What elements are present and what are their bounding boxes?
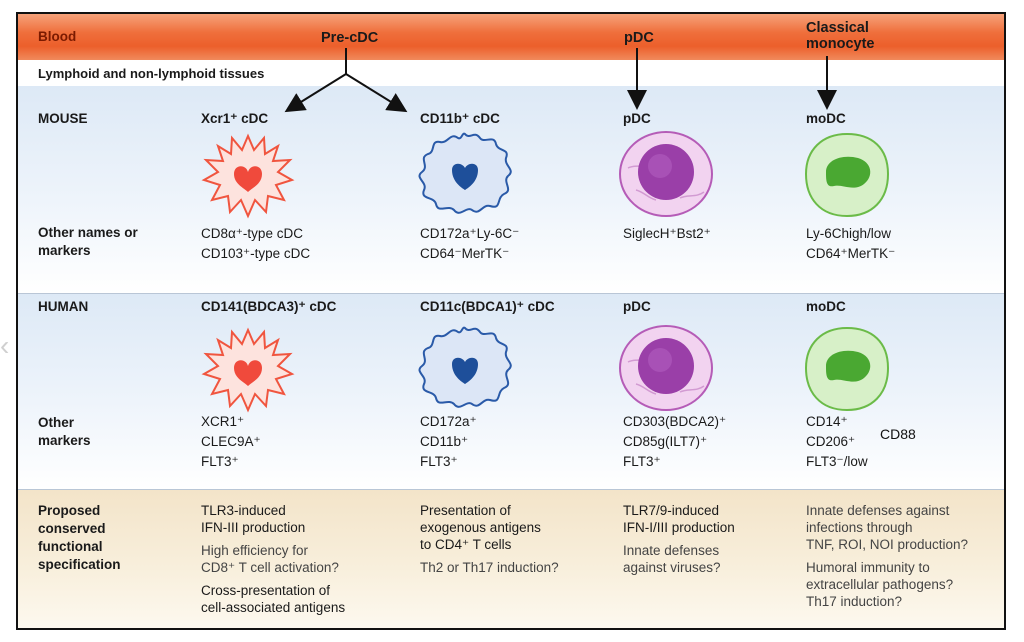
- tissues-label: Lymphoid and non-lymphoid tissues: [38, 66, 265, 81]
- blood-band: [18, 14, 1004, 60]
- mouse-modc-cell: [804, 132, 890, 218]
- function-col1: TLR3-induced IFN-III production High eff…: [201, 503, 346, 615]
- function-band: [18, 490, 1004, 628]
- arrow-to-xcr1: [284, 73, 347, 113]
- mouse-col-cd11b: CD11b⁺ cDC: [420, 111, 500, 126]
- function-col3: TLR7/9-induced IFN-I/III production Inna…: [623, 503, 735, 575]
- mouse-col-modc: moDC: [806, 111, 846, 126]
- mouse-xcr1-cell: [201, 133, 295, 219]
- divider: [18, 293, 1004, 294]
- human-col-cd11c: CD11c(BDCA1)⁺ cDC: [420, 299, 555, 314]
- human-pdc-cell: [619, 325, 713, 411]
- human-markers-cd11c: CD172a⁺ CD11b⁺ FLT3⁺: [420, 414, 477, 469]
- mouse-label: MOUSE: [38, 111, 88, 126]
- blood-label: Blood: [38, 29, 77, 44]
- mouse-col-pdc: pDC: [623, 111, 651, 126]
- human-col-pdc: pDC: [623, 299, 651, 314]
- mouse-markers-modc: Ly-6Chigh/low CD64⁺MerTK⁻: [806, 226, 896, 261]
- human-markers-pdc: CD303(BDCA2)⁺ CD85g(ILT7)⁺ FLT3⁺: [623, 414, 727, 469]
- mouse-markers-xcr1: CD8α⁺-type cDC CD103⁺-type cDC: [201, 226, 311, 261]
- lineage-arrows: [284, 48, 837, 113]
- human-modc-cell: [804, 326, 890, 412]
- human-label: HUMAN: [38, 299, 89, 314]
- pre-cdc-label: Pre-cDC: [321, 30, 379, 46]
- mouse-cd11b-cell: [418, 132, 512, 214]
- mouse-markers-pdc: SiglecH⁺Bst2⁺: [623, 226, 711, 241]
- human-markers-modc: CD14⁺ CD206⁺ FLT3⁻/low: [806, 414, 868, 469]
- arrow-to-cd11b: [345, 73, 408, 113]
- divider: [18, 489, 1004, 490]
- left-chevron-icon: ‹: [0, 330, 10, 361]
- classical-monocyte-label: Classical monocyte: [806, 20, 875, 52]
- function-col4: Innate defenses against infections throu…: [806, 503, 969, 609]
- figure-frame: Blood Pre-cDC pDC Classical monocyte Lym…: [16, 12, 1006, 630]
- human-markers-label: Other markers: [38, 415, 91, 448]
- human-cd141-cell: [201, 327, 295, 413]
- human-cd88-note: CD88: [880, 426, 916, 442]
- function-col2: Presentation of exogenous antigens to CD…: [420, 503, 559, 575]
- tissue-band: [18, 60, 1004, 86]
- human-col-modc: moDC: [806, 299, 846, 314]
- blood-pdc-label: pDC: [624, 30, 654, 46]
- mouse-markers-cd11b: CD172a⁺Ly-6C⁻ CD64⁻MerTK⁻: [420, 226, 520, 261]
- mouse-pdc-cell: [619, 131, 713, 217]
- mouse-col-xcr1: Xcr1⁺ cDC: [201, 111, 269, 126]
- mouse-markers-label: Other names or markers: [38, 225, 138, 258]
- human-markers-cd141: XCR1⁺ CLEC9A⁺ FLT3⁺: [201, 414, 261, 469]
- human-col-cd141: CD141(BDCA3)⁺ cDC: [201, 299, 337, 314]
- human-cd11c-cell: [418, 326, 512, 408]
- function-label: Proposed conserved functional specificat…: [38, 503, 121, 572]
